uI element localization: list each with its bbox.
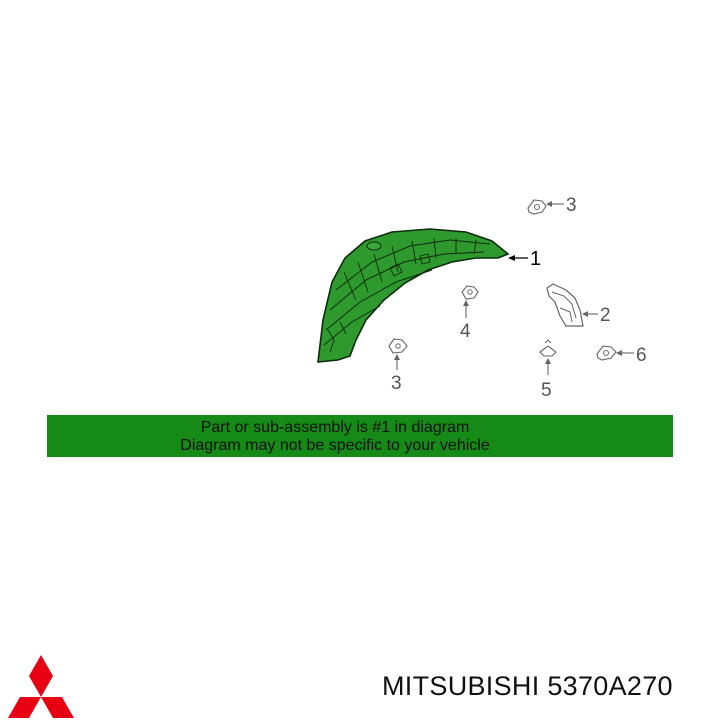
mitsubishi-logo-icon [8,655,74,718]
clip-part-3-bottom[interactable]: 3 [388,338,408,394]
callout-1: 1 [508,248,541,270]
banner-line-1: Part or sub-assembly is #1 in diagram [200,419,470,436]
callout-label-1: 1 [530,248,541,270]
callout-label-6: 6 [636,345,647,366]
brand-part-number: MITSUBISHI 5370A270 [382,671,673,701]
callout-label-3-top: 3 [566,195,577,216]
callout-label-5: 5 [541,380,552,401]
callout-label-2: 2 [600,305,611,326]
fender-liner-part-1[interactable] [317,228,510,363]
bracket-part-2[interactable]: 2 [546,283,611,327]
clip-part-4[interactable]: 4 [460,285,479,342]
clip-part-3-top[interactable]: 3 [527,195,577,216]
clip-part-6[interactable]: 6 [596,345,647,366]
banner-line-2: Diagram may not be specific to your vehi… [180,437,490,454]
callout-label-4: 4 [460,321,471,342]
pushpin-part-5[interactable]: 5 [539,339,557,401]
callout-label-3-bottom: 3 [391,373,402,394]
info-banner: Part or sub-assembly is #1 in diagram Di… [47,415,673,457]
